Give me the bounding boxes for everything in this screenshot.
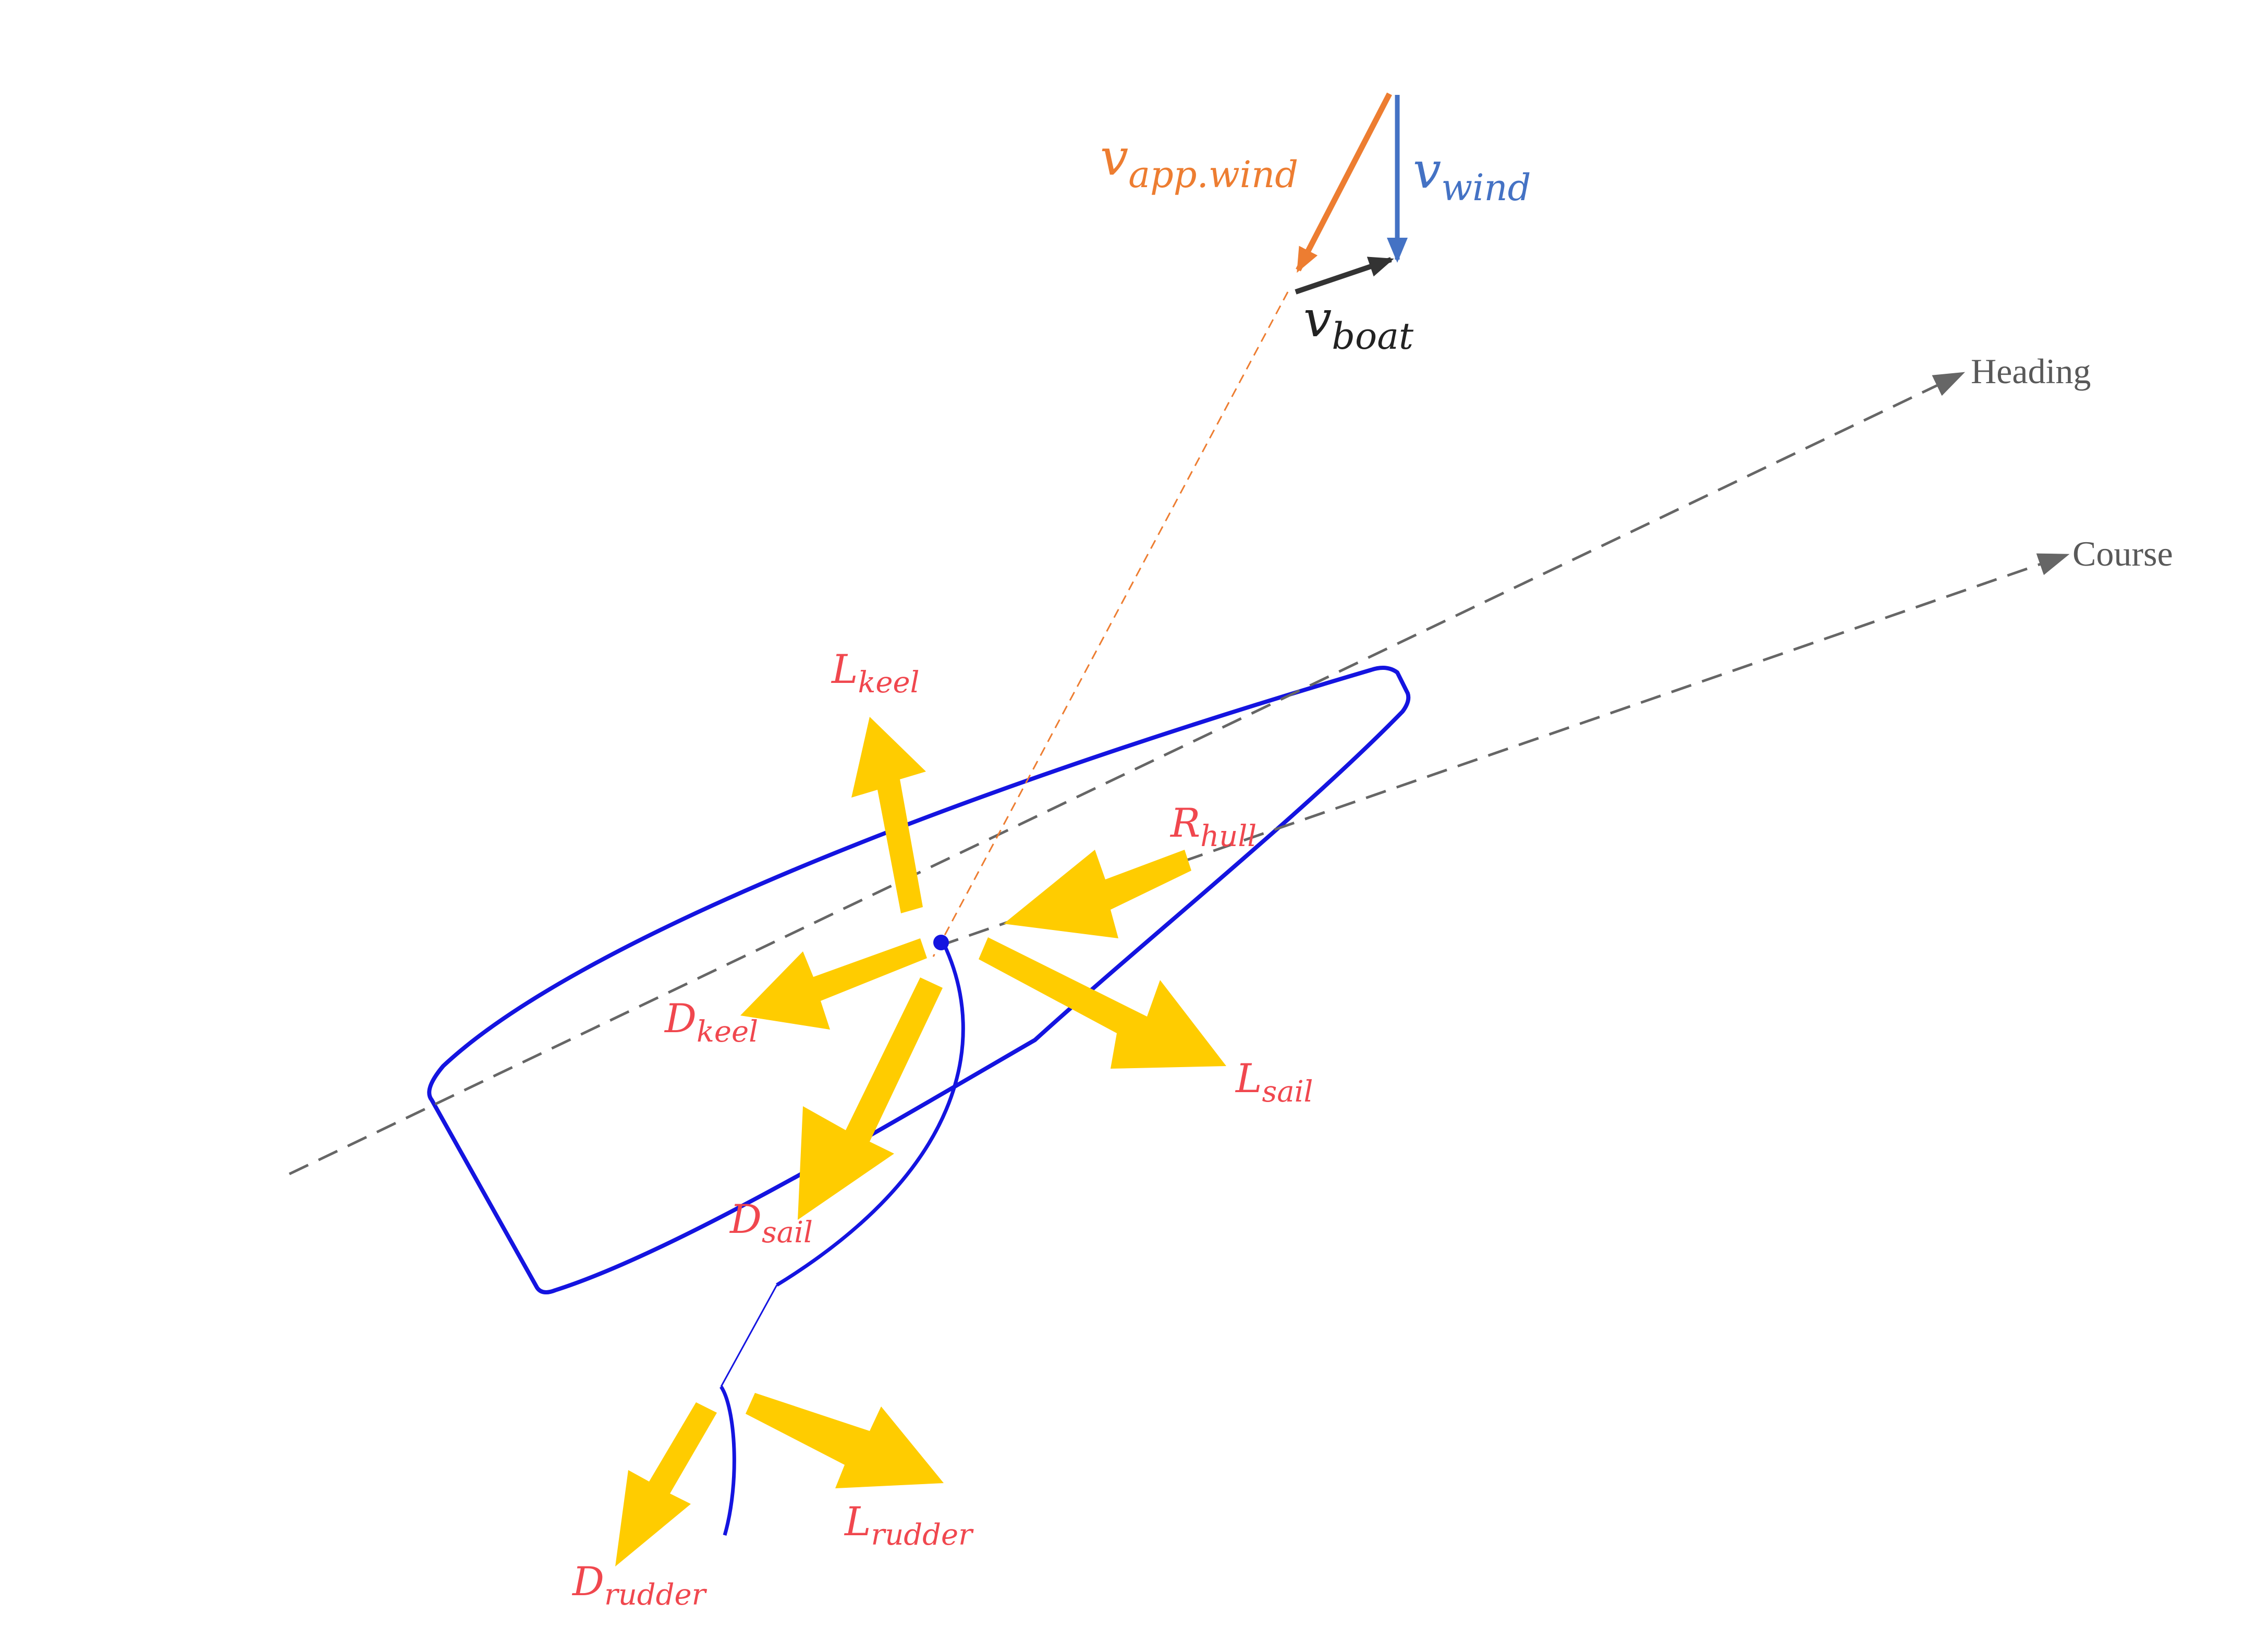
- d-keel-force-arrow: [740, 938, 927, 1030]
- apparent-wind-projection: [932, 291, 1289, 957]
- rudder-stock: [720, 1284, 778, 1387]
- d-sail-label: Dsail: [729, 1196, 813, 1250]
- course-label: Course: [2072, 534, 2173, 573]
- l-keel-label: Lkeel: [831, 646, 920, 700]
- apparent-wind-label: vapp.wind: [1100, 128, 1298, 196]
- l-rudder-label: Lrudder: [844, 1498, 974, 1552]
- heading-label: Heading: [1971, 351, 2091, 391]
- l-rudder-force-arrow: [746, 1393, 944, 1488]
- r-hull-label: Rhull: [1169, 800, 1257, 853]
- r-hull-force-arrow: [1004, 850, 1191, 938]
- hull-outline: [427, 666, 1411, 1294]
- boat-velocity-label: vboat: [1303, 290, 1414, 358]
- center-of-effort-dot: [933, 935, 949, 950]
- d-keel-label: Dkeel: [664, 995, 758, 1049]
- d-sail-force-arrow: [798, 977, 943, 1220]
- d-rudder-force-arrow: [615, 1402, 717, 1567]
- d-rudder-label: Drudder: [571, 1558, 708, 1612]
- heading-line: [288, 372, 1966, 1176]
- boat-velocity-vector: [1295, 256, 1394, 295]
- apparent-wind-vector: [1296, 92, 1392, 273]
- wind-label: vwind: [1413, 141, 1531, 209]
- l-keel-force-arrow: [851, 717, 926, 913]
- sail-line: [776, 943, 965, 1287]
- l-sail-label: Lsail: [1235, 1055, 1313, 1109]
- rudder-blade: [720, 1386, 736, 1536]
- l-sail-force-arrow: [979, 937, 1226, 1069]
